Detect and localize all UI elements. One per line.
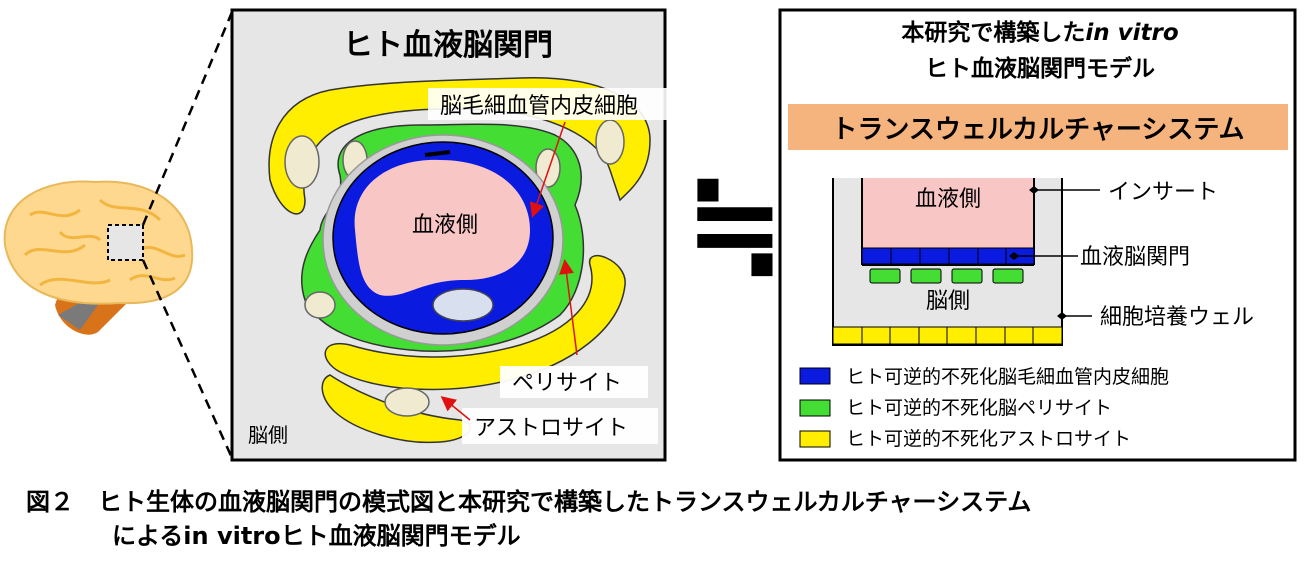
lumen-blood-side-label: 血液側 bbox=[412, 213, 478, 238]
legend-item-pericyte: ヒト可逆的不死化脳ペリサイト bbox=[846, 397, 1112, 419]
zoom-line-bottom bbox=[143, 260, 232, 458]
zoom-line-top bbox=[143, 12, 232, 225]
legend-swatch-astrocyte bbox=[800, 431, 830, 447]
astrocyte-cells bbox=[833, 327, 1062, 344]
well-label: 細胞培養ウェル bbox=[1100, 305, 1254, 330]
right-panel: 本研究で構築したin vitro ヒト血液脳関門モデル トランスウェルカルチャー… bbox=[780, 10, 1295, 460]
figure-caption-line2: によるin vitroヒト血液脳関門モデル bbox=[112, 516, 521, 551]
bbb-label: 血液脳関門 bbox=[1080, 245, 1190, 270]
figure-caption-line1: 図２ ヒト生体の血液脳関門の模式図と本研究で構築したトランスウェルカルチャーシス… bbox=[26, 482, 1031, 517]
right-panel-title-line1: 本研究で構築したin vitro bbox=[901, 19, 1178, 46]
banner-label: トランスウェルカルチャーシステム bbox=[831, 115, 1244, 145]
right-panel-title-line2: ヒト血液脳関門モデル bbox=[925, 55, 1155, 82]
legend-item-endothelial: ヒト可逆的不死化脳毛細血管内皮細胞 bbox=[846, 366, 1169, 388]
astrocyte-label: アストロサイト bbox=[474, 416, 628, 441]
approx-symbol: ≒ bbox=[685, 155, 786, 294]
left-panel-title: ヒト血液脳関門 bbox=[343, 28, 553, 63]
legend-item-astrocyte: ヒト可逆的不死化アストロサイト bbox=[846, 428, 1131, 450]
well-brain-side-label: 脳側 bbox=[926, 289, 970, 314]
brain-icon bbox=[5, 182, 193, 335]
left-brain-side-label: 脳側 bbox=[248, 423, 288, 447]
bbb-figure: ヒト血液脳関門 血液側 脳毛細血管内皮細胞 ペリサイト bbox=[0, 0, 1304, 470]
legend-swatch-endothelial bbox=[800, 368, 830, 384]
left-panel: ヒト血液脳関門 血液側 脳毛細血管内皮細胞 ペリサイト bbox=[232, 10, 678, 460]
pericyte-label: ペリサイト bbox=[512, 371, 622, 396]
insert-label: インサート bbox=[1108, 180, 1218, 205]
endothelial-label: 脳毛細血管内皮細胞 bbox=[440, 94, 638, 119]
endothelial-cells bbox=[862, 248, 1034, 264]
legend-swatch-pericyte bbox=[800, 400, 830, 416]
zoom-box bbox=[108, 225, 143, 260]
well-blood-side-label: 血液側 bbox=[915, 187, 981, 212]
